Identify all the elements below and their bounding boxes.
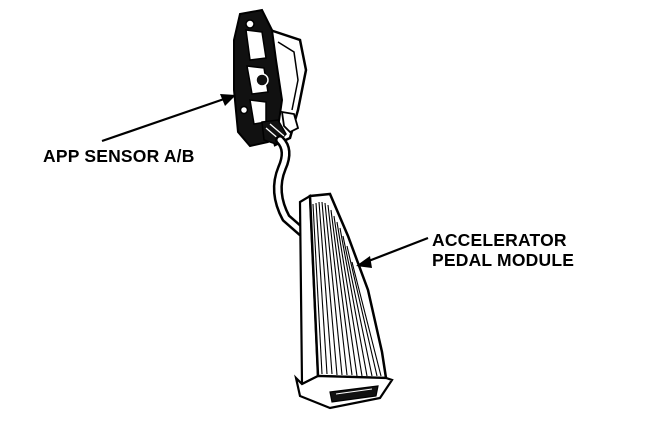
pedal-pad: [294, 192, 394, 410]
pedal-module-label-line2: PEDAL MODULE: [432, 250, 575, 270]
app-sensor-assembly: [233, 8, 308, 148]
pedal-module-label: ACCELERATOR PEDAL MODULE: [432, 230, 574, 270]
leader-pedal-arrow: [356, 236, 429, 268]
pedal-module-label-line1: ACCELERATOR: [432, 230, 567, 250]
app-sensor-label: APP SENSOR A/B: [43, 146, 195, 166]
leader-sensor-arrow: [101, 94, 236, 143]
